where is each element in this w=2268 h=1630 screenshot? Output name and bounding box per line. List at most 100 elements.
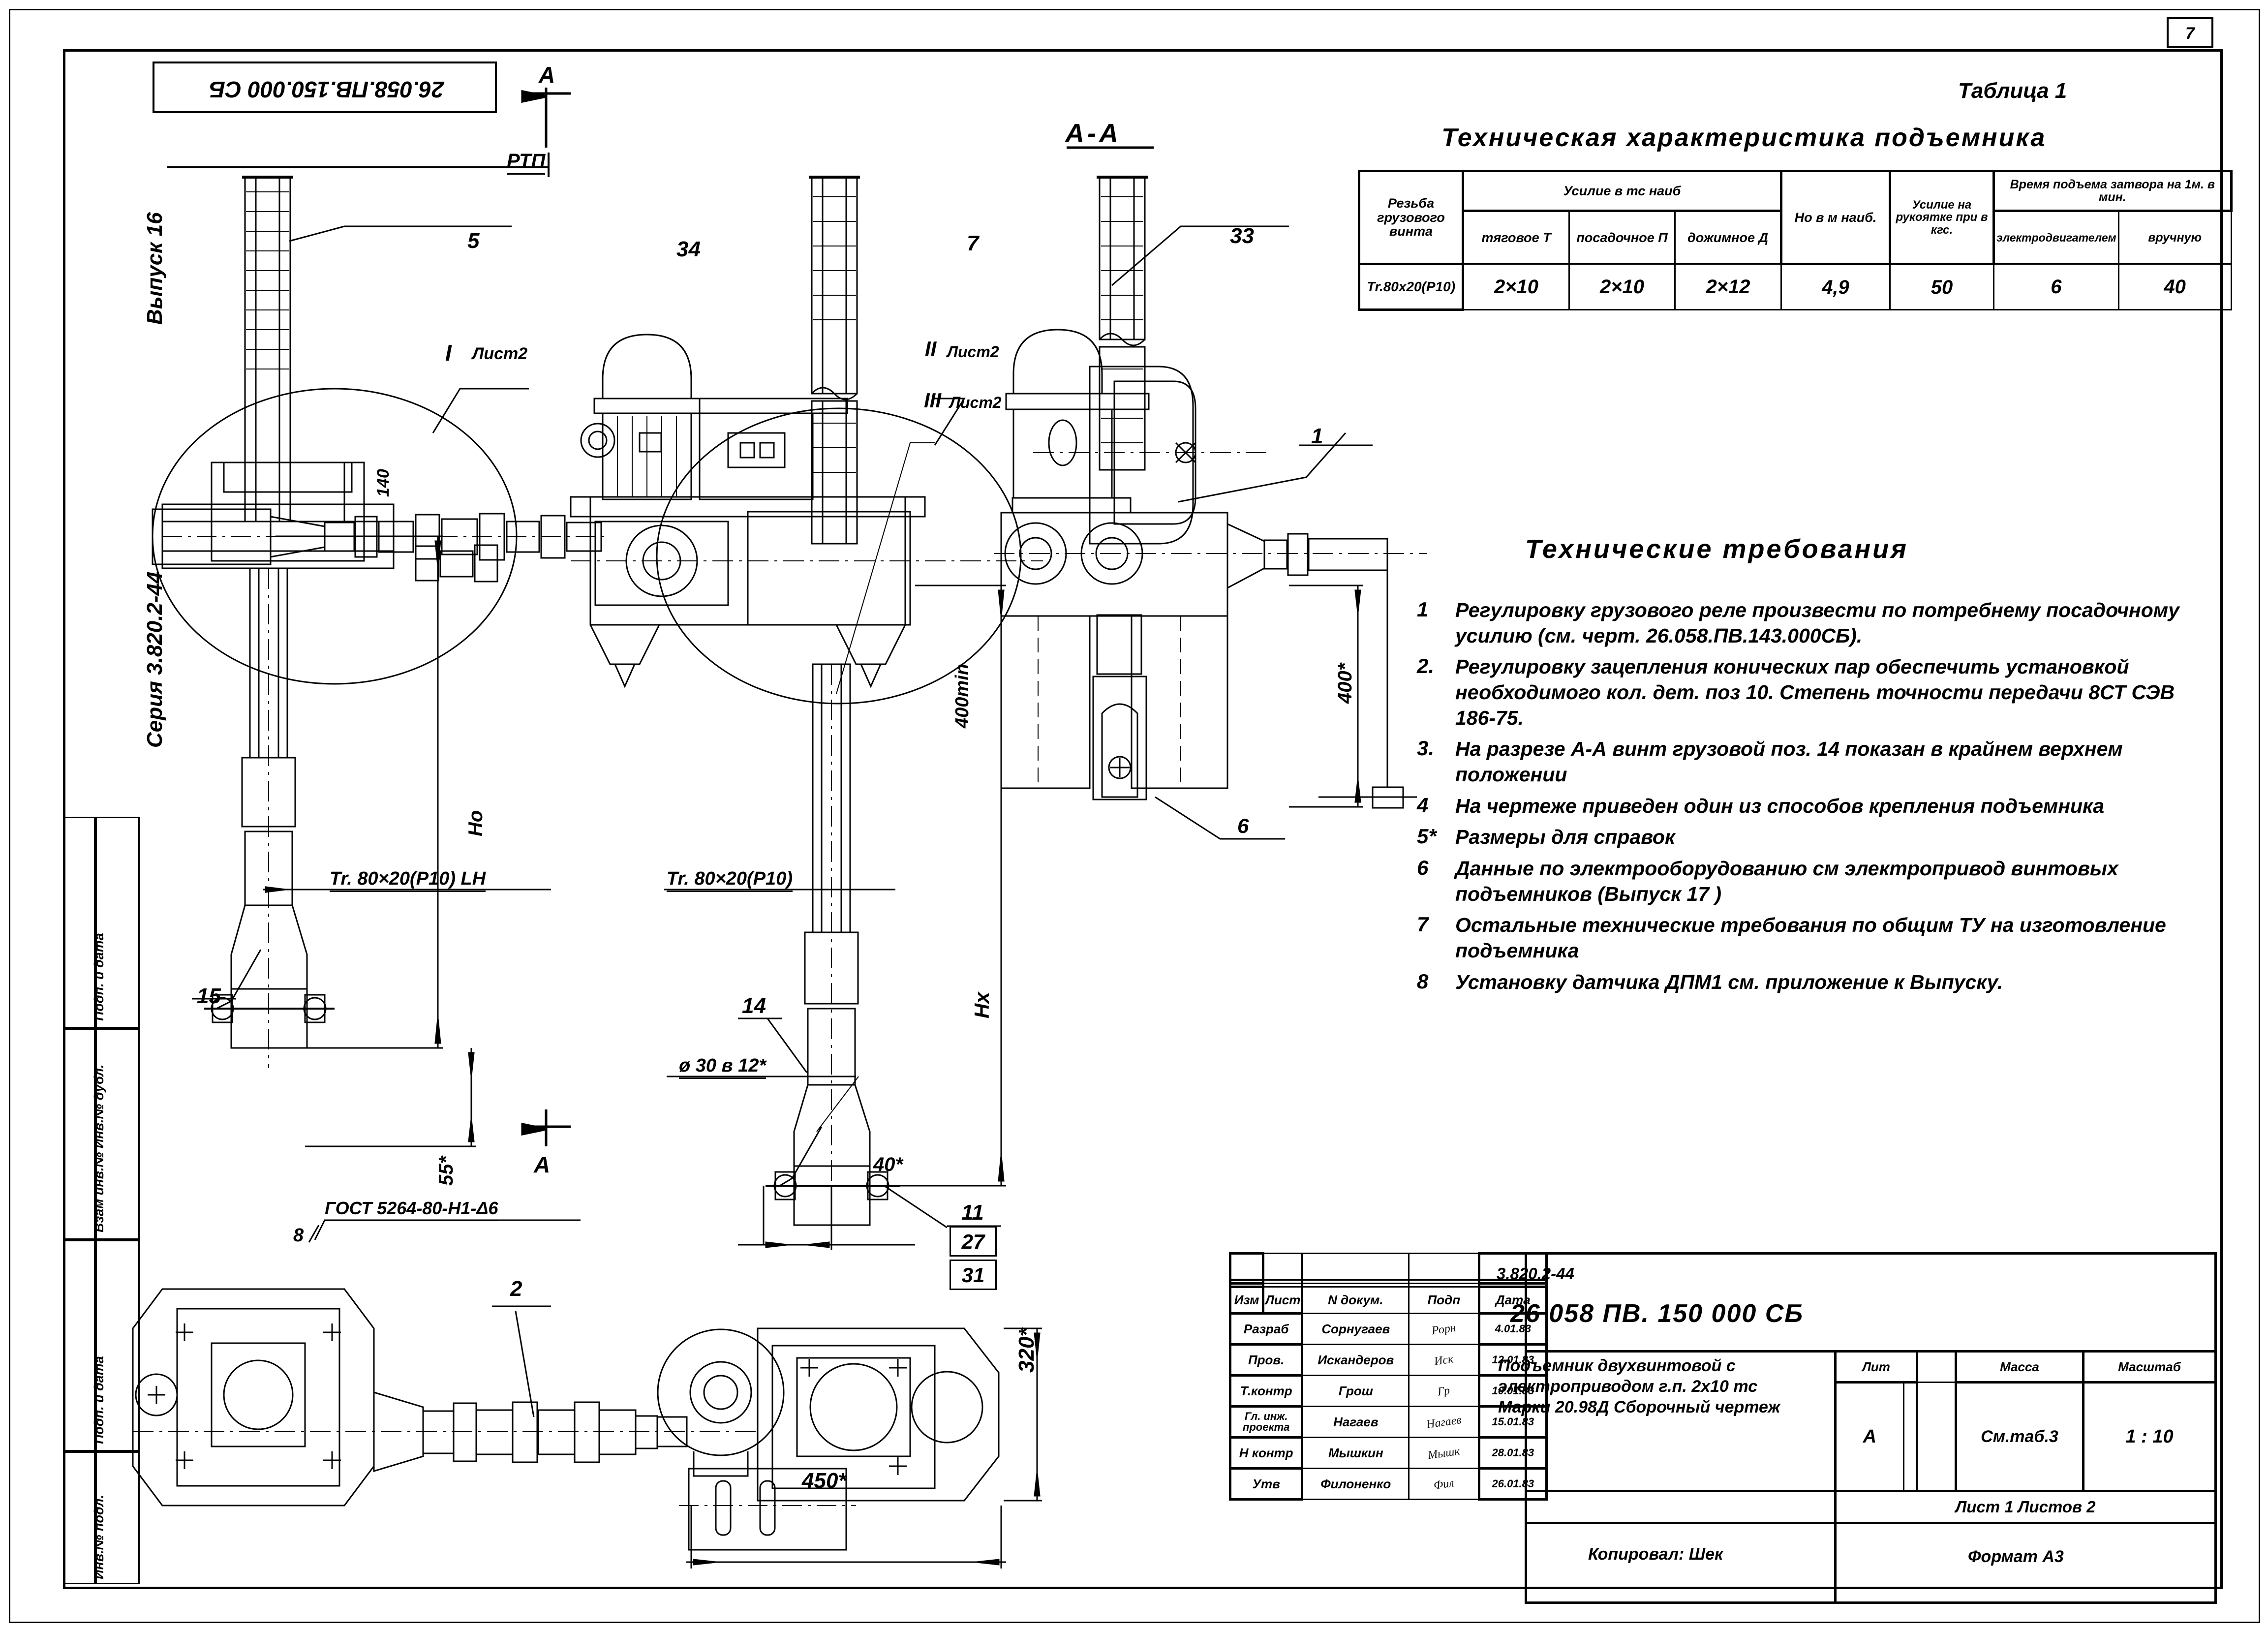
aa-dimension-400: [1289, 585, 1363, 807]
td-thread: Tr.80x20(P10): [1358, 263, 1464, 311]
tb-scale-header: Масштаб: [2082, 1350, 2217, 1384]
table1: Резьба грузового винта Усилие в тс наиб …: [1358, 170, 2233, 311]
margin-box-1b: [95, 817, 140, 1028]
left-clevis: [204, 995, 335, 1022]
sheet-corner-number: 7: [2167, 17, 2213, 48]
tb-mass-value: См.таб.3: [1955, 1381, 2084, 1492]
section-mark-a-top: А: [539, 62, 555, 88]
pos-14-label: 14: [742, 994, 766, 1018]
tb-role-5: Утв: [1228, 1467, 1304, 1501]
tb-role-2: Т.контр: [1228, 1374, 1304, 1408]
margin-box-1: [63, 817, 95, 1028]
td-t: 2×10: [1462, 263, 1570, 310]
tb-role-4: Н контр: [1228, 1436, 1304, 1470]
dia30-label: ø 30 в 12*: [679, 1055, 766, 1079]
sheet-outer-frame: [9, 9, 2260, 1623]
tb-name-2: Грош: [1301, 1375, 1410, 1407]
thread-right-label: Tr. 80×20(Р10): [667, 868, 793, 892]
tech-req-text: Установку датчика ДПМ1 см. приложение к …: [1455, 970, 2003, 993]
margin-box-3b: [95, 1240, 140, 1451]
margin-box-3: [63, 1240, 95, 1451]
tb-h-doc: N докум.: [1301, 1286, 1410, 1314]
tb-sign-3: Нагаев: [1408, 1406, 1480, 1438]
tb-sign-1: Иск: [1408, 1344, 1480, 1376]
pos-33-label: 33: [1230, 224, 1254, 248]
tech-req-list: 1 Регулировку грузового реле произвести п…: [1417, 598, 2194, 1001]
tb-sign-0: Рорн: [1408, 1313, 1480, 1345]
section-aa-body: [1006, 330, 1269, 544]
th-time-manual: вручную: [2117, 210, 2232, 265]
tb-sheet-line: Лист 1 Листов 2: [1834, 1490, 2217, 1524]
tb-sign-4: Мышк: [1408, 1437, 1480, 1469]
tech-req-text: На чертеже приведен один из способов кре…: [1455, 794, 2105, 817]
pos-31-box: 31: [950, 1260, 997, 1290]
drawing-number-box: 26.058.ПВ.150.000 СБ: [153, 62, 497, 113]
pos-8-label: 8: [293, 1225, 304, 1246]
th-thread: Резьба грузового винта: [1358, 170, 1464, 265]
tb-role-3: Гл. инж. проекта: [1228, 1405, 1304, 1439]
tb-name-3: Нагаев: [1301, 1406, 1410, 1438]
tech-req-num: 5*: [1417, 825, 1437, 848]
tech-req-text: Данные по электрооборудованию см электро…: [1455, 857, 2118, 905]
margin-box-4b: [95, 1451, 140, 1584]
tb-name-1: Искандеров: [1301, 1344, 1410, 1376]
section-line-a: [521, 88, 571, 1146]
tb-role-1: Пров.: [1228, 1343, 1304, 1377]
plan-shaft: [133, 1392, 758, 1471]
pos-34-label: 34: [676, 237, 701, 261]
table1-title: Техническая характеристика подъемника: [1441, 123, 2047, 152]
tb-h-list: Лист: [1262, 1286, 1303, 1314]
tech-req-text: Регулировку грузового реле произвести по…: [1455, 599, 2179, 647]
tech-req-num: 1: [1417, 598, 1429, 621]
td-motor: 6: [1993, 263, 2119, 310]
title-block-series: 3.820.2-44: [1497, 1264, 1574, 1283]
td-handle: 50: [1889, 263, 1994, 310]
tb-sign-2: Гр: [1408, 1375, 1480, 1407]
tb-mass-header: Масса: [1955, 1350, 2084, 1384]
th-force-group: Усилие в тс наиб: [1462, 170, 1782, 212]
tb-h-izm: Изм: [1229, 1286, 1264, 1315]
th-force-p: посадочное П: [1568, 210, 1676, 265]
margin-box-2: [63, 1028, 95, 1240]
td-manual: 40: [2117, 263, 2232, 310]
plan-dimension-lines: [686, 1328, 1042, 1568]
tb-lit-header: Лит: [1834, 1350, 1918, 1384]
left-screw-upper: [242, 177, 293, 522]
tb-name-0: Сорнугаев: [1301, 1313, 1410, 1345]
title-block-product-name: Подъемник двухвинтовой с электроприводом…: [1498, 1356, 1780, 1417]
section-mark-a-bottom: А: [534, 1152, 551, 1177]
tech-req-num: 8: [1417, 969, 1429, 993]
tb-scale-value: 1 : 10: [2082, 1381, 2217, 1492]
pos-5-label: 5: [467, 229, 480, 253]
center-screw-lower: [794, 664, 870, 1245]
th-force-t: тяговое Т: [1462, 210, 1570, 265]
pos-2-label: 2: [510, 1277, 522, 1301]
plan-left-flange: [133, 1289, 374, 1506]
section-aa-screw: [1097, 177, 1148, 470]
td-ho: 4,9: [1780, 263, 1891, 310]
title-block-code: 26 058 ПВ. 150 000 СБ: [1510, 1299, 1804, 1328]
tech-req-item: 3.На разрезе А-А винт грузовой поз. 14 п…: [1417, 737, 2194, 787]
pos-7-label: 7: [967, 231, 979, 255]
tech-req-num: 6: [1417, 856, 1429, 879]
td-d: 2×12: [1674, 263, 1782, 310]
center-dimension-lines: [738, 576, 1006, 1250]
copied-by-label: Копировал: Шек: [1588, 1545, 1723, 1564]
tech-req-text: Размеры для справок: [1455, 826, 1675, 849]
detail-I-sheet: Лист2: [472, 344, 528, 363]
tb-h-sign: Подп: [1408, 1286, 1480, 1314]
tech-req-text: На разрезе А-А винт грузовой поз. 14 пок…: [1455, 738, 2123, 786]
pos-1-label: 1: [1311, 424, 1323, 448]
th-time-motor: электродвигателем: [1993, 210, 2119, 265]
tb-role-0: Разраб: [1228, 1312, 1304, 1346]
th-handle: Усилие на рукоятке при в кгс.: [1889, 170, 1995, 265]
tech-req-item: 4 На чертеже приведен один из способов кр…: [1417, 794, 2194, 819]
tech-req-item: 1 Регулировку грузового реле произвести п…: [1417, 598, 2194, 648]
tech-req-item: 2.Регулировку зацепления конических пар …: [1417, 654, 2194, 731]
left-screw-lower: [231, 568, 307, 1068]
pos-6-label: 6: [1237, 814, 1249, 837]
center-left-shaft: [416, 545, 497, 582]
tb-sign-5: Фил: [1408, 1468, 1480, 1500]
tech-req-num: 4: [1417, 793, 1429, 817]
